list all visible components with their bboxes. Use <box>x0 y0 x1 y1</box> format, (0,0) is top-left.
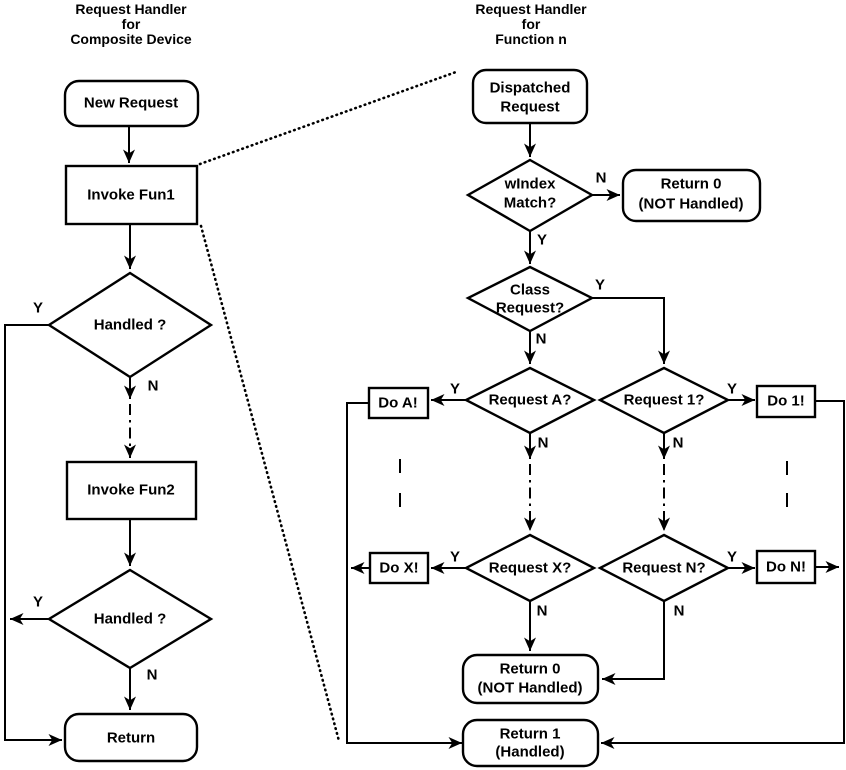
do-x-label: Do X! <box>379 560 418 577</box>
do-1-node <box>755 384 817 419</box>
request-n-no-label: N <box>674 603 685 620</box>
class-no-label: N <box>536 331 547 348</box>
do-a-rail-to-return1 <box>346 402 462 749</box>
callout-dotted-line-top <box>198 70 458 166</box>
new-request-node <box>63 79 200 128</box>
request-x-label: Request X? <box>489 560 572 577</box>
request-x-no-label: N <box>537 603 548 620</box>
windex-match-label-line1: wIndex <box>504 176 557 193</box>
do-1-rail-to-return1 <box>601 400 845 749</box>
callout-dotted-line-bottom <box>199 224 341 743</box>
left-chart-title-line3: Composite Device <box>70 31 192 47</box>
return1-label-line2: (Handled) <box>495 744 564 761</box>
right-chart-title-line2: for <box>522 16 541 32</box>
class-request-label-line2: Request? <box>496 300 564 317</box>
do-n-label: Do N! <box>766 559 806 576</box>
return-label: Return <box>107 730 155 747</box>
return1-node <box>461 718 600 768</box>
handled1-no-label: N <box>148 378 159 395</box>
handled1-label: Handled ? <box>94 317 167 334</box>
return0-top-label-line2: (NOT Handled) <box>639 196 744 213</box>
request-1-yes-label: Y <box>727 381 737 398</box>
class-request-label-line1: Class <box>510 282 550 299</box>
request-a-label: Request A? <box>489 392 572 409</box>
class-yes-elbow-arrow <box>592 297 670 364</box>
left-chart-title-line2: for <box>122 16 141 32</box>
right-chart-title-line1: Request Handler <box>475 1 587 17</box>
return0-bottom-node <box>461 653 600 705</box>
request-a-no-label: N <box>538 435 549 452</box>
request-1-no-label: N <box>673 435 684 452</box>
handled2-label: Handled ? <box>94 611 167 628</box>
left-chart-title-line1: Request Handler <box>75 1 187 17</box>
right-chart-title-line3: Function n <box>495 31 567 47</box>
return0-top-node <box>621 168 762 223</box>
left-yes-rail <box>4 324 62 746</box>
windex-match-label-line2: Match? <box>504 195 557 212</box>
request-x-yes-label: Y <box>450 549 460 566</box>
return1-label-line1: Return 1 <box>500 726 561 743</box>
return0-bottom-label-line2: (NOT Handled) <box>478 680 583 697</box>
handled1-yes-label: Y <box>33 300 43 317</box>
new-request-label: New Request <box>84 95 178 112</box>
windex-yes-label: Y <box>537 232 547 249</box>
class-yes-label: Y <box>595 277 605 294</box>
return-node <box>63 712 199 763</box>
return0-bottom-label-line1: Return 0 <box>500 661 561 678</box>
right-chart: Request Handler for Function n Dispatche… <box>346 1 845 768</box>
dispatched-request-label-line2: Request <box>500 99 559 116</box>
do-a-node <box>367 386 430 420</box>
invoke-fun1-label: Invoke Fun1 <box>87 187 175 204</box>
request-1-label: Request 1? <box>624 392 705 409</box>
handled2-yes-label: Y <box>33 594 43 611</box>
left-chart: Request Handler for Composite Device New… <box>4 1 458 763</box>
return0-top-label-line1: Return 0 <box>661 176 722 193</box>
invoke-fun1-node <box>64 164 199 226</box>
dispatched-request-label-line1: Dispatched <box>490 80 571 97</box>
windex-no-label: N <box>596 170 607 187</box>
invoke-fun2-node <box>65 460 198 521</box>
request-n-yes-label: Y <box>727 549 737 566</box>
request-n-no-elbow-arrow <box>602 601 665 685</box>
do-1-label: Do 1! <box>767 393 805 410</box>
handled2-no-label: N <box>147 667 158 684</box>
invoke-fun2-label: Invoke Fun2 <box>87 482 175 499</box>
do-a-label: Do A! <box>378 395 417 412</box>
request-a-yes-label: Y <box>450 381 460 398</box>
request-n-label: Request N? <box>622 560 705 577</box>
